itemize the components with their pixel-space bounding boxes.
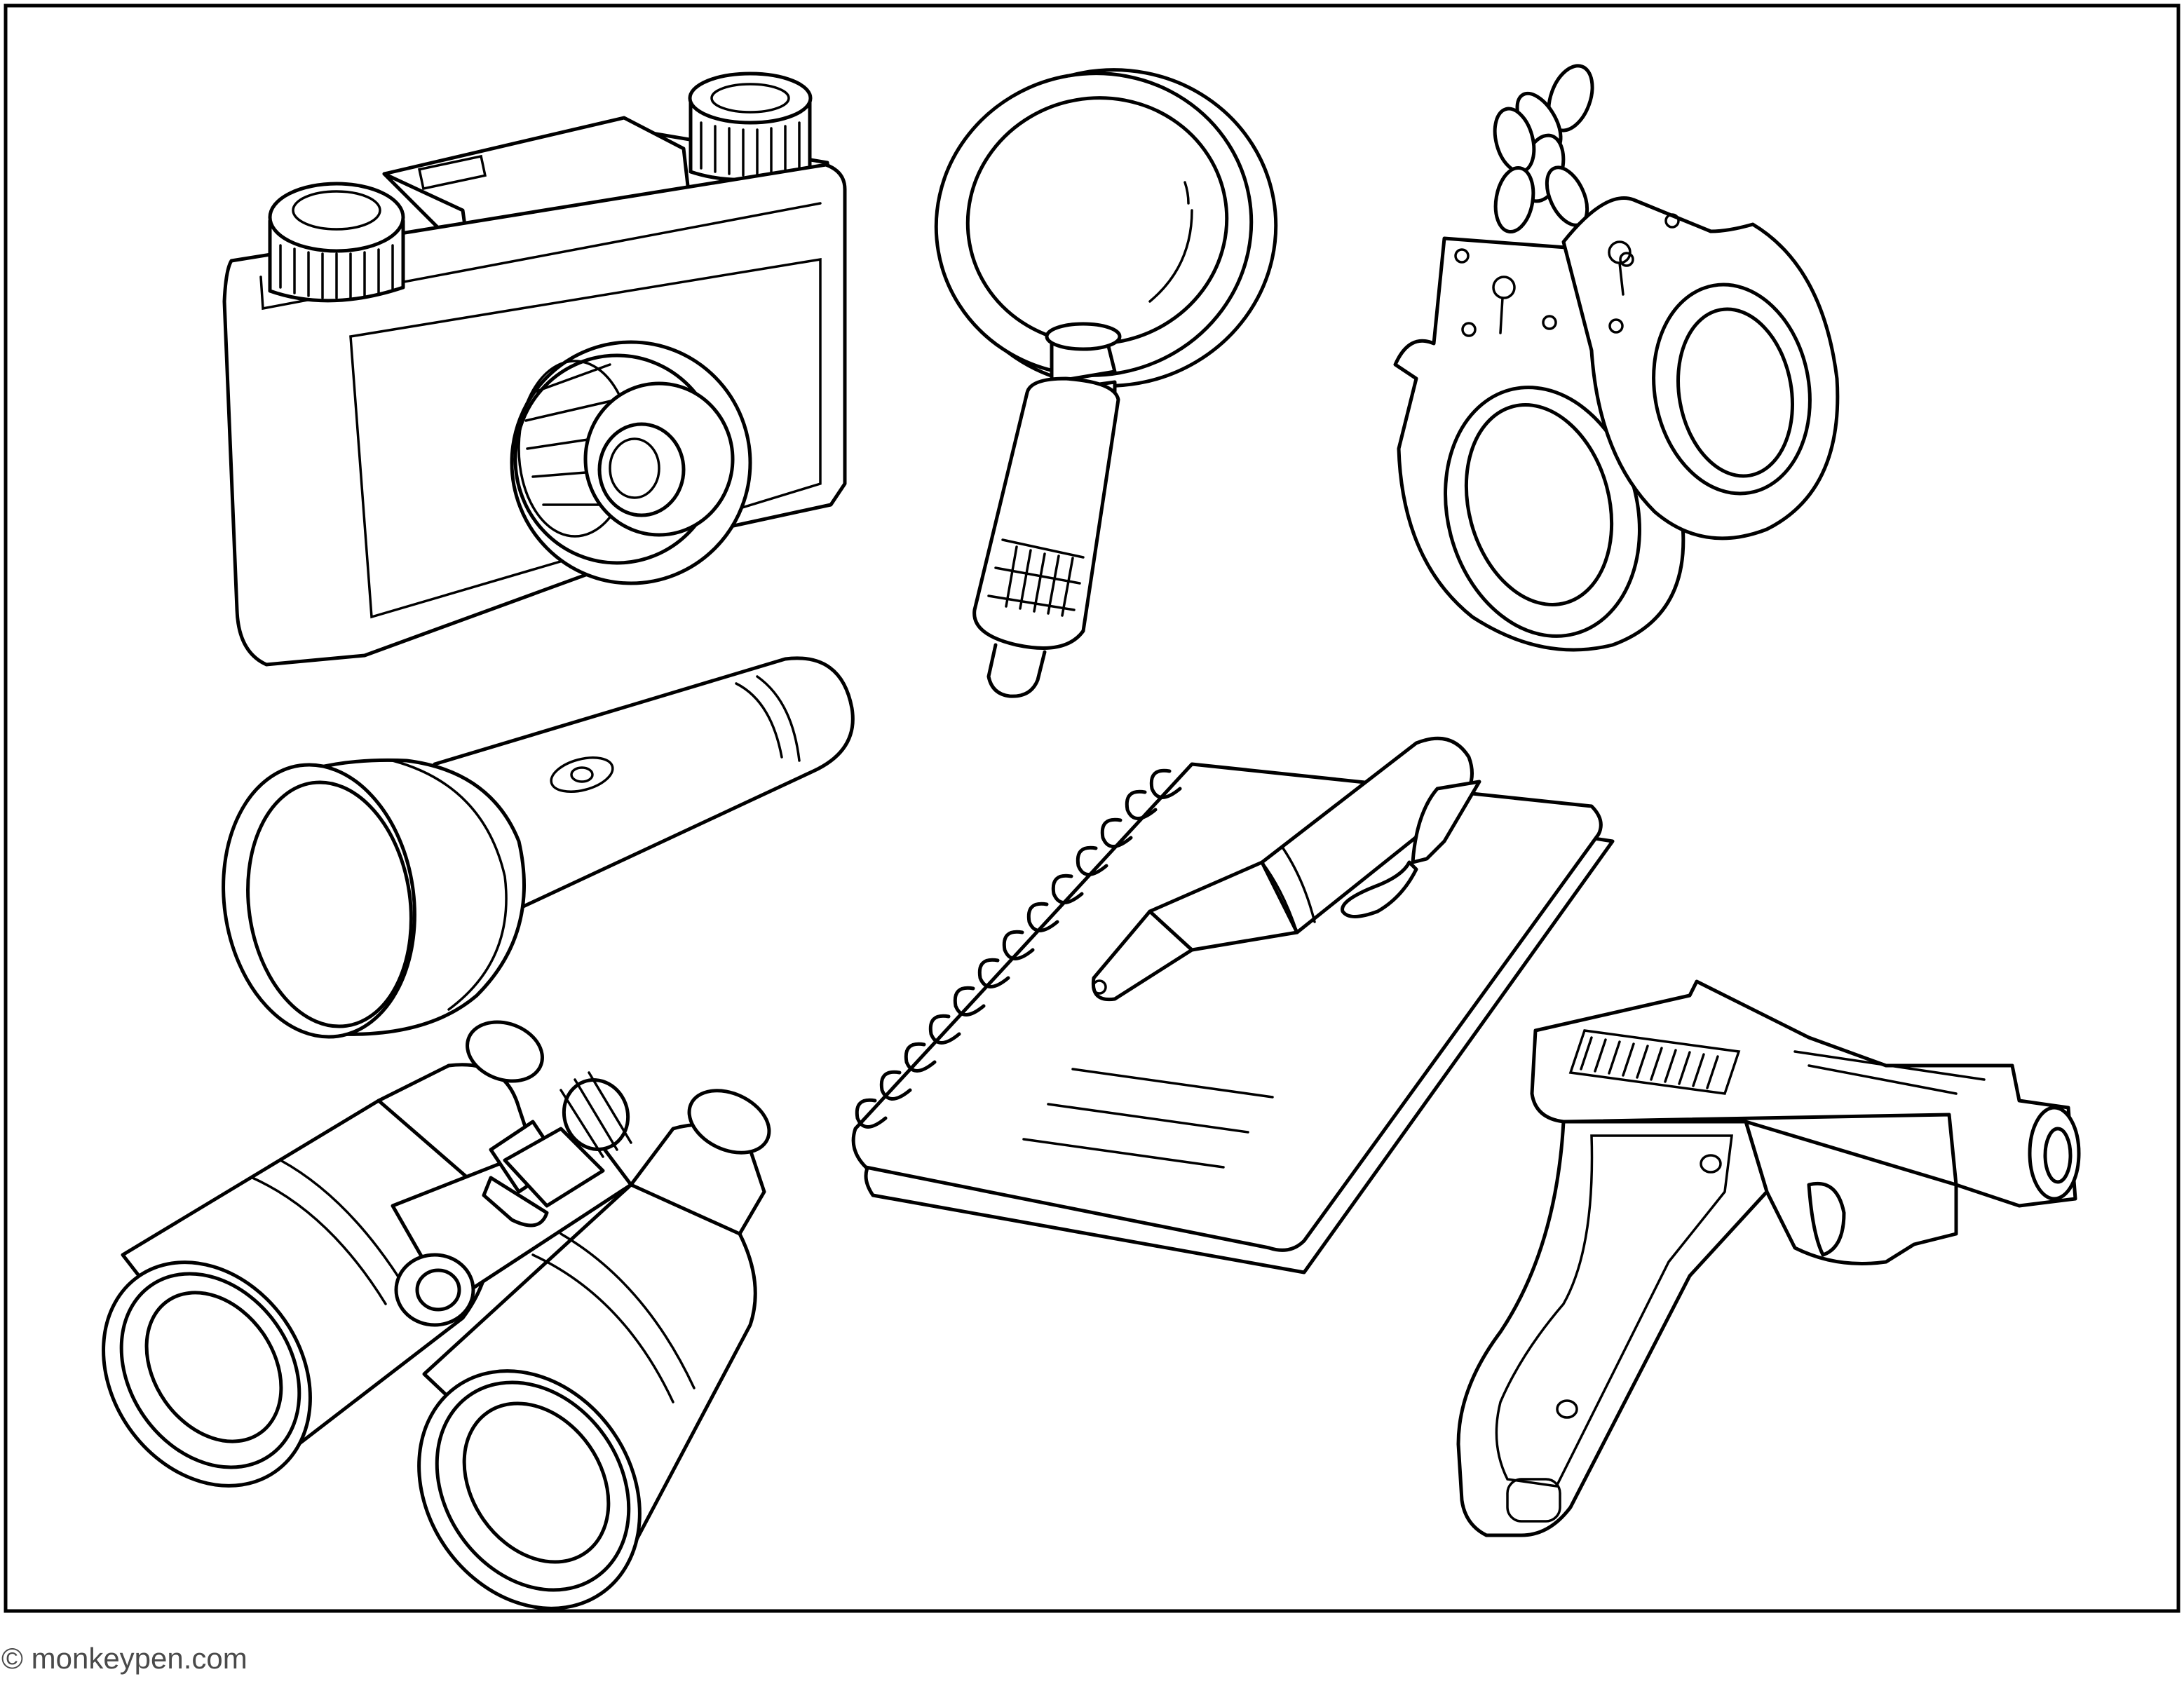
camera-icon (222, 72, 847, 667)
handcuffs-icon (1393, 64, 1840, 652)
copyright-credit: © monkeypen.com (1, 1642, 247, 1675)
pistol-icon (1456, 979, 2081, 1537)
notebook-icon (851, 736, 1615, 1274)
magnifying-glass-icon (934, 68, 1278, 698)
binoculars-icon (102, 1020, 771, 1610)
flashlight-icon (222, 656, 855, 1039)
